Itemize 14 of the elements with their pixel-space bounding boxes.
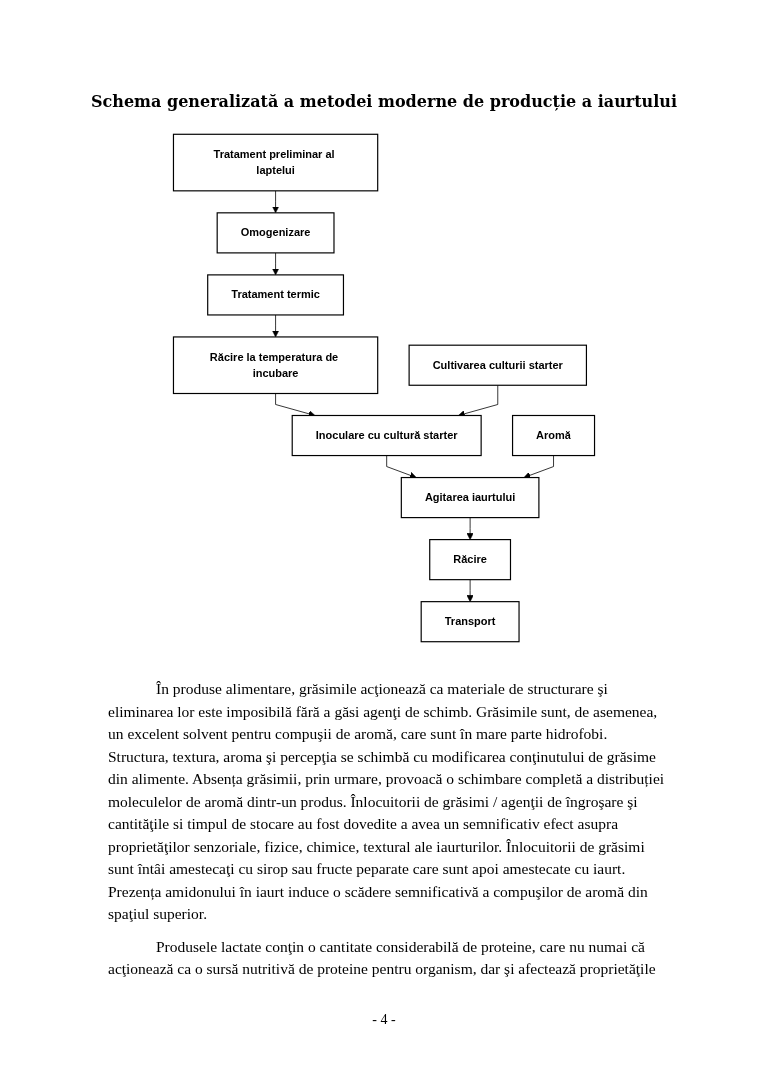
body-paragraph: În produse alimentare, grăsimile acţionează ca materiale de structurare şi eliminarea lor este imposibilă fără a găsi agenţi de schimb. Grăsimile sunt, de asemenea, un excelent solvent pentru compuşii de aromă, care sunt în mare parte hidrofobi. Structura, textura, aroma şi percepţia se schimbă cu modificarea conţinutului de grăsime din alimente. Absența grăsimii, prin urmare, provoacă o schimbare completă a distribuției moleculelor de aromă dintr-un produs. Înlocuitorii de grăsimi / agenţii de îngroşare şi cantităţile si timpul de stocare au fost dovedite a avea un semnificativ efect asupra proprietăţilor senzoriale, fizice, chimice, textural ale iaurturilor. Înlocuitorii de grăsimi sunt întâi amestecaţi cu sirop sau fructe peparate care sunt apoi amestecate cu iaurt. Prezența amidonului în iaurt induce o scădere semnificativă a compuşilor de aromă din spaţiul superior. — [108, 679, 666, 924]
node-box: Răcire — [429, 539, 512, 581]
node-box: Cultivarea culturii starter — [408, 344, 587, 386]
node-box: Inoculare cu cultură starter — [291, 414, 482, 457]
node-box: Tratament termic — [207, 274, 345, 316]
node-box: Agitarea iaurtului — [400, 476, 540, 519]
node-box: Aromă — [511, 414, 596, 457]
node-box: Răcire la temperatura de incubare — [172, 336, 379, 395]
diagram-title: Schema generalizată a metodei moderne de producție a iaurtului — [89, 92, 679, 111]
page-number: - 4 - — [371, 1012, 397, 1028]
body-paragraph: Produsele lactate conţin o cantitate considerabilă de proteine, care nu numai că acţionează ca o sursă nutritivă de proteine pentru organism, dar şi afectează proprietăţile — [108, 936, 657, 979]
node-box: Omogenizare — [216, 212, 335, 254]
node-box: Transport — [420, 601, 520, 643]
node-box: Tratament preliminar al laptelui — [172, 133, 379, 192]
